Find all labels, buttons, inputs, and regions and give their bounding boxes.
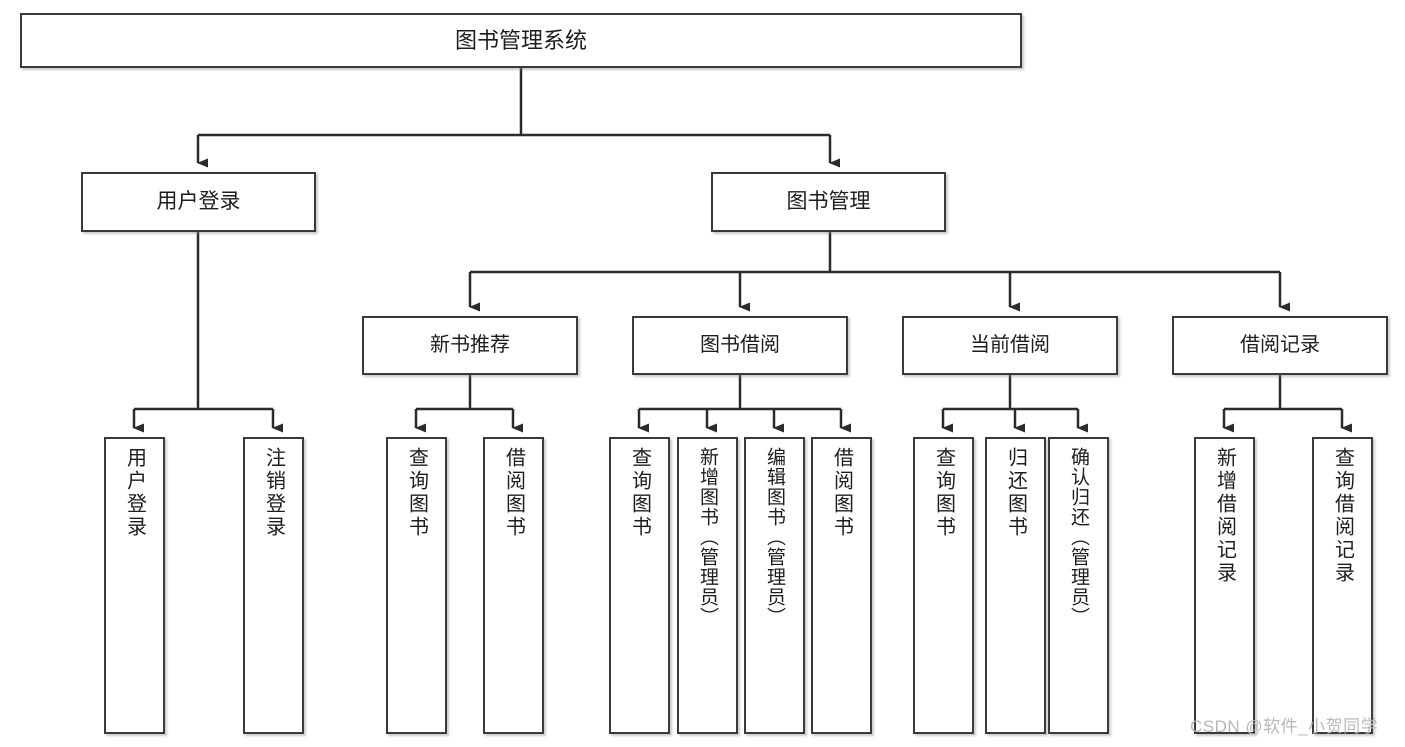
node-user-login[interactable]: 用户登录 bbox=[81, 172, 316, 232]
leaf-query-borrow-record-label: 查询借阅记录 bbox=[1331, 447, 1354, 585]
leaf-query-borrow-record[interactable]: 查询借阅记录 bbox=[1312, 437, 1373, 734]
leaf-borrow-book-label: 借阅图书 bbox=[830, 447, 853, 539]
node-root-system[interactable]: 图书管理系统 bbox=[20, 13, 1022, 68]
node-current-borrow[interactable]: 当前借阅 bbox=[902, 316, 1118, 375]
node-borrow-record-label: 借阅记录 bbox=[1240, 333, 1320, 356]
leaf-user-logout[interactable]: 注销登录 bbox=[243, 437, 304, 734]
node-book-borrow[interactable]: 图书借阅 bbox=[632, 316, 848, 375]
leaf-edit-book-admin-label: 编辑图书（管理员） bbox=[764, 447, 785, 627]
leaf-return-book-label: 归还图书 bbox=[1004, 447, 1027, 539]
leaf-query-book-borrow[interactable]: 查询图书 bbox=[609, 437, 670, 734]
leaf-add-book-admin-label: 新增图书（管理员） bbox=[697, 447, 718, 627]
node-book-borrow-label: 图书借阅 bbox=[700, 333, 780, 356]
leaf-query-book-current[interactable]: 查询图书 bbox=[913, 437, 974, 734]
leaf-query-book-recommend-label: 查询图书 bbox=[405, 447, 428, 539]
leaf-add-book-admin[interactable]: 新增图书（管理员） bbox=[677, 437, 738, 734]
leaf-user-login-label: 用户登录 bbox=[123, 447, 146, 539]
node-user-login-label: 用户登录 bbox=[156, 189, 241, 213]
node-book-management-label: 图书管理 bbox=[786, 189, 871, 213]
leaf-borrow-book[interactable]: 借阅图书 bbox=[811, 437, 872, 734]
leaf-borrow-book-recommend-label: 借阅图书 bbox=[502, 447, 525, 539]
node-root-label: 图书管理系统 bbox=[454, 27, 587, 53]
leaf-confirm-return-admin-label: 确认归还（管理员） bbox=[1068, 447, 1089, 627]
leaf-query-book-recommend[interactable]: 查询图书 bbox=[386, 437, 447, 734]
leaf-borrow-book-recommend[interactable]: 借阅图书 bbox=[483, 437, 544, 734]
leaf-user-logout-label: 注销登录 bbox=[262, 447, 285, 539]
leaf-query-book-current-label: 查询图书 bbox=[932, 447, 955, 539]
leaf-query-book-borrow-label: 查询图书 bbox=[628, 447, 651, 539]
leaf-add-borrow-record-label: 新增借阅记录 bbox=[1213, 447, 1236, 585]
leaf-user-login[interactable]: 用户登录 bbox=[104, 437, 165, 734]
csdn-watermark: CSDN @软件_小贺同学 bbox=[1190, 717, 1379, 736]
node-current-borrow-label: 当前借阅 bbox=[970, 333, 1050, 356]
leaf-return-book[interactable]: 归还图书 bbox=[985, 437, 1046, 734]
leaf-add-borrow-record[interactable]: 新增借阅记录 bbox=[1194, 437, 1255, 734]
node-new-book-recommend[interactable]: 新书推荐 bbox=[362, 316, 578, 375]
node-new-book-recommend-label: 新书推荐 bbox=[430, 333, 510, 356]
node-borrow-record[interactable]: 借阅记录 bbox=[1172, 316, 1388, 375]
node-book-management[interactable]: 图书管理 bbox=[711, 172, 946, 232]
leaf-edit-book-admin[interactable]: 编辑图书（管理员） bbox=[744, 437, 805, 734]
leaf-confirm-return-admin[interactable]: 确认归还（管理员） bbox=[1048, 437, 1109, 734]
